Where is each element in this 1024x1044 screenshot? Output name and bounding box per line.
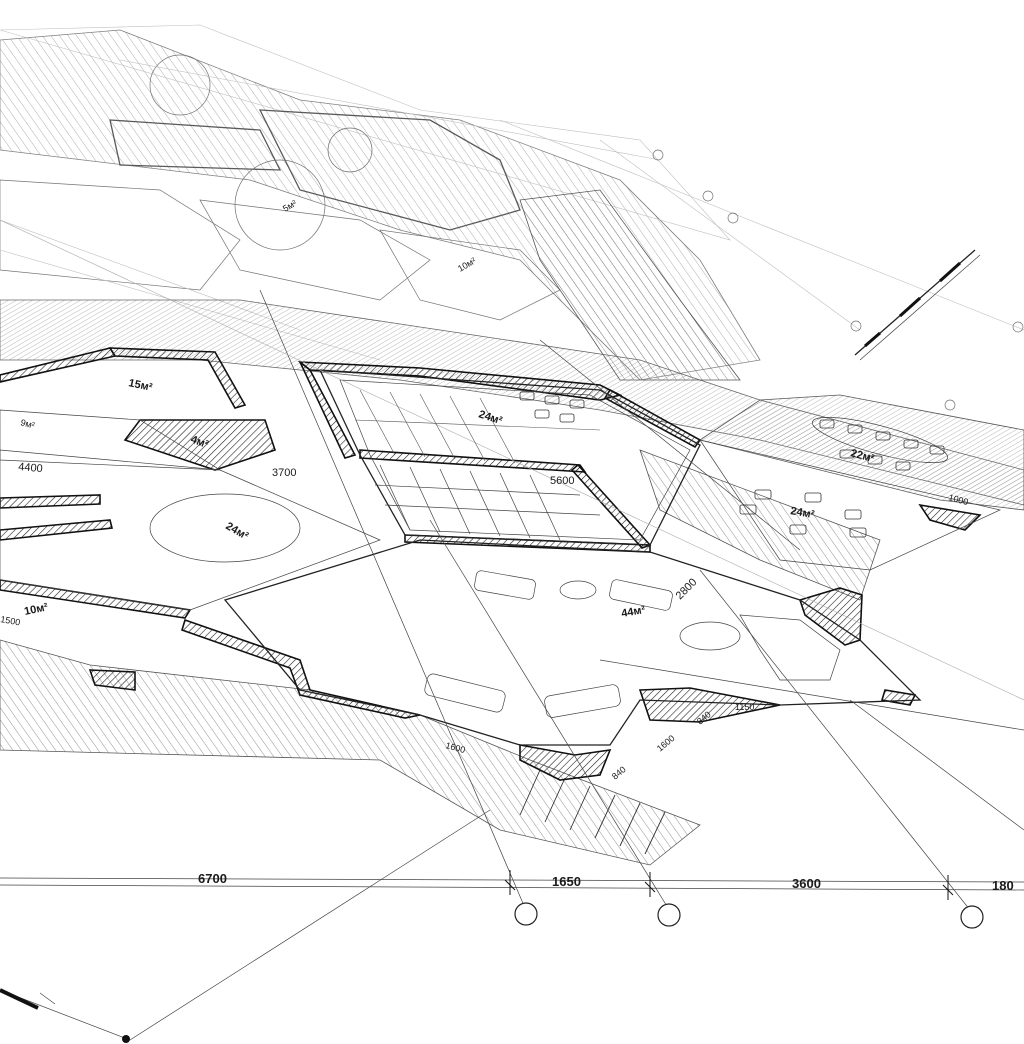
- baseline-dimension-label: 6700: [198, 871, 227, 886]
- baseline-dimension-label: 180: [992, 878, 1014, 893]
- dimension-label: 1600: [655, 733, 677, 754]
- furniture: [149, 389, 949, 718]
- dimension-label: 3700: [272, 467, 296, 479]
- room-area-label: 24м²: [224, 520, 251, 543]
- scale-ruler: [854, 249, 981, 361]
- dimension-label: 4400: [18, 461, 43, 475]
- room-area-label: 15м²: [127, 377, 153, 394]
- dimension-label: 1500: [0, 614, 21, 627]
- room-outlines: [0, 219, 1024, 1043]
- room-area-label: 4м²: [189, 434, 210, 452]
- grid-axis-bubble: [657, 903, 681, 927]
- room-area-label: 10м²: [456, 255, 478, 273]
- room-area-label: 24м²: [789, 505, 815, 521]
- baseline-dimension-label: 3600: [792, 876, 821, 891]
- room-area-label: 9м²: [19, 417, 35, 430]
- hatched-bands: [0, 189, 1024, 866]
- baseline-dimension-label: 1650: [552, 874, 581, 889]
- room-area-label: 5м²: [281, 198, 298, 214]
- room-area-label: 10м²: [23, 601, 49, 618]
- dimension-label: 2800: [674, 576, 700, 602]
- room-area-label: 44м²: [620, 604, 646, 620]
- room-area-label: 24м²: [477, 408, 504, 427]
- baseline-dimension-chain: 6700 1650 3600 180: [198, 870, 1014, 929]
- grid-axis-bubble: [514, 902, 538, 926]
- dimension-label: 5600: [550, 475, 574, 487]
- dimension-label: 840: [610, 764, 628, 781]
- grid-axis-bubble: [960, 905, 984, 929]
- walls: [0, 347, 982, 781]
- dimension-label: 1150: [735, 702, 754, 712]
